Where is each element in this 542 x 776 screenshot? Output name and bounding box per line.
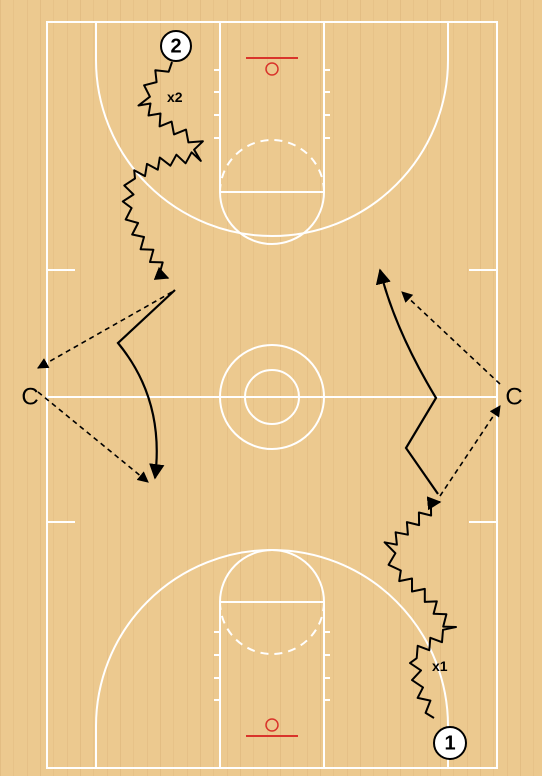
- player1-cut-path: [375, 268, 439, 495]
- bottom-basket: [246, 718, 298, 737]
- pass-coach-left-to-player2: [37, 391, 149, 483]
- player-1-marker: 1: [433, 726, 467, 760]
- player-1-number: 1: [444, 732, 455, 754]
- player2-dribble-count: x2: [167, 89, 183, 105]
- player1-dribble-count: x1: [432, 658, 448, 674]
- player1-dribble-path: [383, 496, 457, 719]
- top-free-throw-circle: [219, 191, 325, 245]
- center-circle-outer: [219, 344, 325, 450]
- player-2-marker: 2: [160, 30, 192, 62]
- pass-player1-to-coach-right: [439, 405, 501, 497]
- pass-player2-to-coach-left: [37, 291, 173, 369]
- coach-right-label: C: [505, 383, 522, 410]
- coach-left-label: C: [21, 383, 38, 410]
- court-lines: [46, 21, 498, 769]
- pass-coach-right-to-player1: [401, 291, 501, 385]
- player2-dribble-path: [121, 61, 204, 280]
- top-three-point-arc: [95, 22, 449, 237]
- top-lane: [219, 21, 325, 193]
- player2-cut-path: [116, 289, 176, 480]
- center-circle-inner: [244, 369, 300, 425]
- player-2-number: 2: [170, 35, 181, 57]
- bottom-free-throw-circle: [219, 549, 325, 603]
- bottom-lane: [219, 601, 325, 769]
- top-basket: [246, 57, 298, 76]
